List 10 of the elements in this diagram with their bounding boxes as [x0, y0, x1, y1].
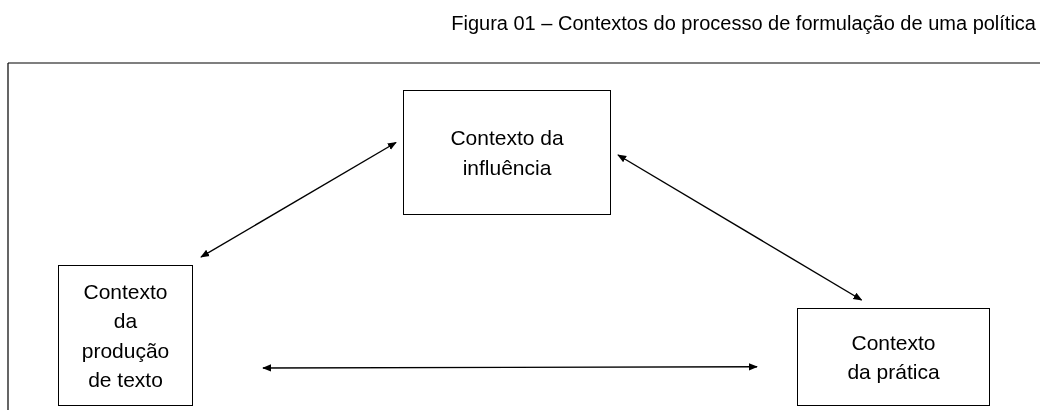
double-headed-arrow	[200, 141, 397, 258]
figure-title: Figura 01 – Contextos do processo de formulação de uma política	[451, 12, 1036, 35]
box-label: Contexto da influência	[449, 125, 565, 181]
context-box	[403, 90, 611, 215]
box-label: Contexto da prática	[846, 329, 941, 385]
context-box	[58, 265, 193, 406]
double-headed-arrow	[262, 363, 758, 372]
context-box	[797, 308, 990, 406]
box-label: Contexto da produção de texto	[80, 278, 171, 393]
double-headed-arrow	[617, 154, 863, 301]
